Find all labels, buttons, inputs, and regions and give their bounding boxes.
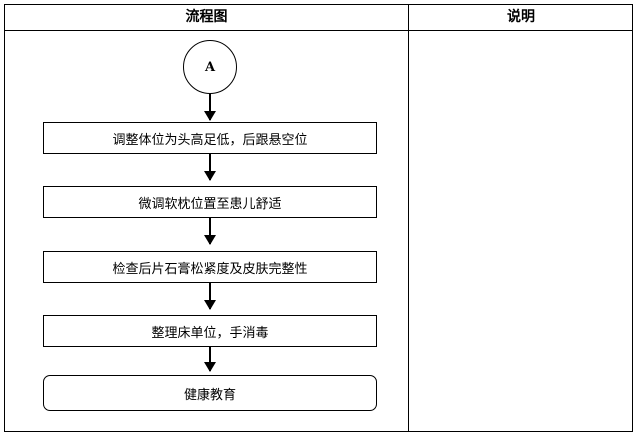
flow-step-adjust-pillow: 微调软枕位置至患儿舒适 [43,186,377,218]
flow-arrow-down [204,94,216,121]
flow-arrow-down [204,154,216,181]
flowchart-table: 流程图 说明 A 调整体位为头高足低，后跟悬空位 微调软枕位置至患儿舒适 检查后… [4,4,633,432]
flow-arrow-down [204,283,216,310]
column-header-notes: 说明 [507,9,535,25]
flow-step-adjust-position: 调整体位为头高足低，后跟悬空位 [43,122,377,154]
flow-step-health-education: 健康教育 [43,375,377,411]
flowchart-connector-start: A [183,40,237,94]
flow-arrow-down [204,347,216,372]
column-divider [408,5,409,431]
flow-step-tidy-bed: 整理床单位，手消毒 [43,315,377,347]
flow-step-check-cast: 检查后片石膏松紧度及皮肤完整性 [43,251,377,283]
header-divider [5,30,632,31]
flow-arrow-down [204,218,216,245]
column-header-flowchart: 流程图 [185,9,228,25]
